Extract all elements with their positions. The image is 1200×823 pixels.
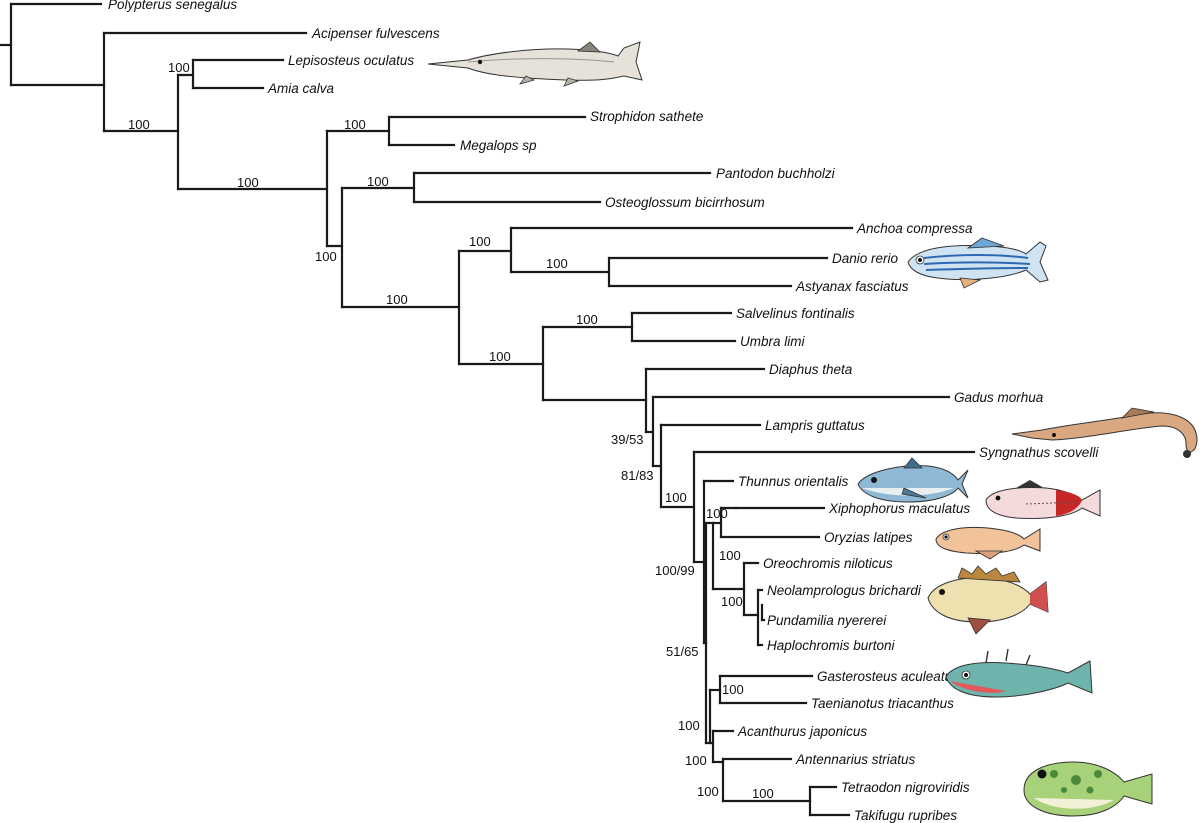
- taxon-labels: Polypterus senegalus Acipenser fulvescen…: [108, 0, 1099, 823]
- support-value: 81/83: [621, 468, 654, 483]
- taxon-label-pundamilia: Pundamilia nyererei: [767, 613, 887, 628]
- support-value: 100: [344, 117, 366, 132]
- taxon-label-acipenser: Acipenser fulvescens: [311, 26, 440, 41]
- support-value: 39/53: [611, 432, 644, 447]
- support-value: 100: [128, 117, 150, 132]
- taxon-label-neolamprologus: Neolamprologus brichardi: [767, 583, 922, 598]
- taxon-label-tetraodon: Tetraodon nigroviridis: [841, 780, 970, 795]
- taxon-label-megalops: Megalops sp: [460, 138, 537, 153]
- support-value: 100: [678, 718, 700, 733]
- taxon-label-oreochromis: Oreochromis niloticus: [763, 556, 893, 571]
- taxon-label-antennarius: Antennarius striatus: [795, 752, 916, 767]
- stickleback-illustration: [945, 648, 1093, 698]
- support-value: 100: [697, 784, 719, 799]
- taxon-label-pantodon: Pantodon buchholzi: [716, 166, 836, 181]
- taxon-label-salvelinus: Salvelinus fontinalis: [736, 306, 855, 321]
- taxon-label-danio: Danio rerio: [832, 251, 899, 266]
- taxon-label-acanthurus: Acanthurus japonicus: [737, 724, 867, 739]
- taxon-label-osteoglossum: Osteoglossum bicirrhosum: [605, 195, 765, 210]
- taxon-label-polypterus: Polypterus senegalus: [108, 0, 237, 12]
- support-value: 100/99: [655, 563, 695, 578]
- pufferfish-illustration: [1023, 761, 1153, 817]
- tree-branches: [0, 2, 976, 817]
- support-value: 100: [576, 312, 598, 327]
- taxon-label-anchoa: Anchoa compressa: [856, 221, 973, 236]
- taxon-label-diaphus: Diaphus theta: [769, 362, 853, 377]
- taxon-label-xiphophorus: Xiphophorus maculatus: [828, 501, 970, 516]
- taxon-label-strophidon: Strophidon sathete: [590, 109, 703, 124]
- taxon-label-oryzias: Oryzias latipes: [824, 530, 913, 545]
- platyfish-illustration: [985, 480, 1101, 519]
- pipefish-illustration: [1011, 407, 1198, 458]
- taxon-label-takifugu: Takifugu rupribes: [854, 808, 957, 823]
- support-value: 100: [719, 548, 741, 563]
- support-value: 100: [315, 249, 337, 264]
- taxon-label-gadus: Gadus morhua: [954, 390, 1044, 405]
- taxon-label-lampris: Lampris guttatus: [765, 418, 865, 433]
- support-value: 100: [367, 174, 389, 189]
- gar-illustration: [427, 41, 643, 87]
- support-value: 100: [706, 506, 728, 521]
- taxon-label-taenianotus: Taenianotus triacanthus: [811, 696, 954, 711]
- support-value: 100: [546, 256, 568, 271]
- support-values: 100 100 100 100 100 100 100 100 100 100 …: [128, 60, 774, 801]
- support-value: 100: [685, 753, 707, 768]
- support-value: 100: [386, 292, 408, 307]
- cichlid-illustration: [927, 565, 1049, 635]
- support-value: 100: [489, 349, 511, 364]
- taxon-label-thunnus: Thunnus orientalis: [738, 474, 849, 489]
- taxon-label-astyanax: Astyanax fasciatus: [795, 279, 909, 294]
- support-value: 100: [168, 60, 190, 75]
- support-value: 100: [665, 490, 687, 505]
- support-value: 100: [752, 786, 774, 801]
- taxon-label-syngnathus: Syngnathus scovelli: [979, 445, 1099, 460]
- taxon-label-amia: Amia calva: [267, 81, 335, 96]
- taxon-label-lepisosteus: Lepisosteus oculatus: [288, 53, 414, 68]
- support-value: 100: [469, 234, 491, 249]
- taxon-label-haplochromis: Haplochromis burtoni: [767, 638, 896, 653]
- medaka-illustration: [935, 526, 1041, 560]
- zebrafish-illustration: [907, 237, 1049, 289]
- support-value: 100: [722, 682, 744, 697]
- tuna-illustration: [857, 457, 969, 503]
- taxon-label-gasterosteus: Gasterosteus aculeatus: [817, 669, 959, 684]
- taxon-label-umbra: Umbra limi: [740, 334, 806, 349]
- support-value: 100: [721, 594, 743, 609]
- support-value: 51/65: [666, 644, 699, 659]
- support-value: 100: [237, 175, 259, 190]
